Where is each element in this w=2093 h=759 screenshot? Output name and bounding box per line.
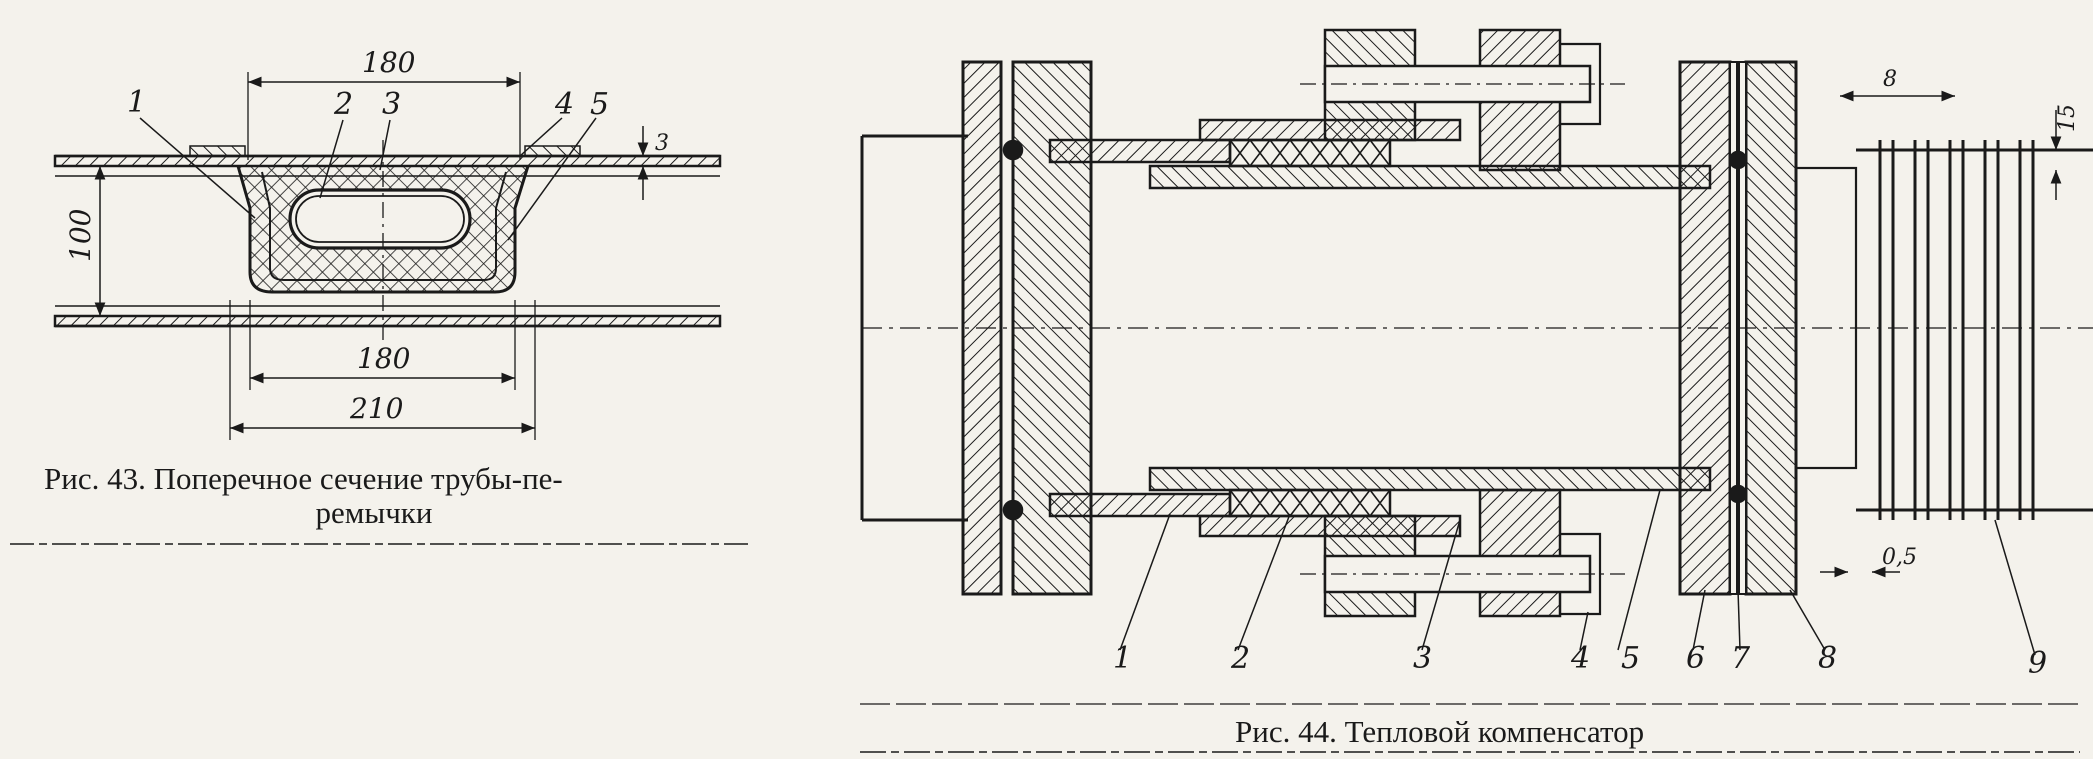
fig43-dim-mid: 180 [357,342,410,375]
fig43-caption: Рис. 43. Поперечное сечение трубы-пе- ре… [44,462,724,530]
fig43-dim-bottom: 210 [349,392,403,425]
fig44-label-2: 2 [1230,641,1250,676]
fig43-caption-line2: ремычки [315,495,433,530]
weld-right [524,145,581,157]
fig44-label-4: 4 [1570,641,1590,676]
fig44-dim-pitch: 8 [1883,67,1897,92]
fig44-label-1: 1 [1113,641,1132,676]
outer-pipe-bottom [1048,492,1232,518]
fig44-label-3: 3 [1413,641,1432,676]
fig43-label-2: 2 [333,87,353,122]
fig43-dim-height: 100 [64,209,97,262]
fig44-caption: Рис. 44. Тепловой компенсатор [1235,714,1645,749]
oval-tube [288,188,472,250]
outer-pipe-top [1048,138,1232,164]
fig43-dim-wall: 3 [655,131,669,156]
fig44-label-7: 7 [1731,641,1751,676]
top-plate [53,154,722,168]
figure-43-cross-section [53,72,722,440]
fig43-label-5: 5 [590,87,609,122]
fig44-dim-thickness: 0,5 [1882,545,1917,570]
weld-left [189,145,246,157]
fig44-label-8: 8 [1818,641,1837,676]
fig43-label-3: 3 [382,87,401,122]
fig43-caption-line1: Рис. 43. Поперечное сечение трубы-пе- [44,461,563,496]
packing-top [1228,138,1392,168]
inner-sleeve-top [1148,164,1712,190]
fig43-dim-top: 180 [362,46,415,79]
fig44-dim-height: 15 [2055,104,2080,132]
bellows [1878,140,2035,520]
figure-44-thermal-compensator [860,28,2093,656]
fig43-label-1: 1 [127,85,146,120]
fig44-label-5: 5 [1621,641,1640,676]
inner-sleeve-bottom [1148,466,1712,492]
fig43-label-4: 4 [554,87,574,122]
fig44-label-6: 6 [1686,641,1705,676]
packing-bottom [1228,488,1392,518]
bottom-plate [53,314,722,328]
fig44-label-9: 9 [2028,646,2047,681]
